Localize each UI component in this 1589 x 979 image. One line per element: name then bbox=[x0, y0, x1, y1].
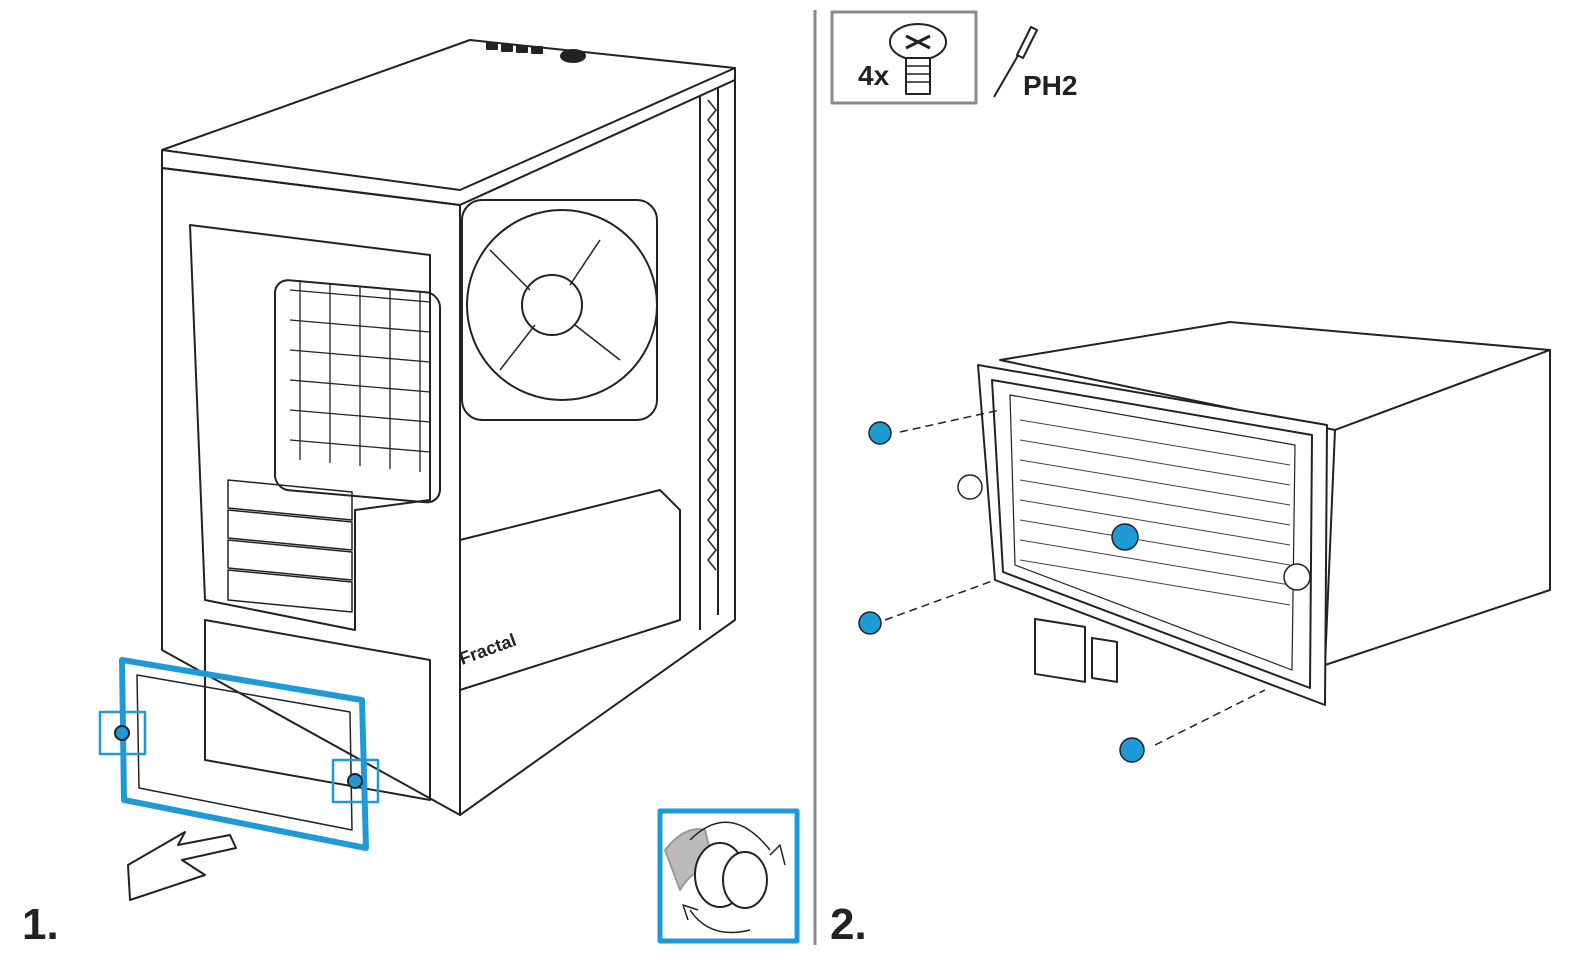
psu-illustration bbox=[977, 321, 1551, 706]
step-1-label: 1. bbox=[22, 900, 59, 949]
screw-quantity: 4x bbox=[858, 60, 890, 91]
step-2-label: 2. bbox=[830, 900, 867, 949]
removal-arrow bbox=[127, 831, 237, 901]
screw-highlight-right bbox=[331, 758, 380, 804]
pc-case-illustration: Fractal bbox=[161, 39, 736, 816]
parts-box bbox=[830, 10, 978, 105]
screw-icon bbox=[889, 23, 947, 95]
tool-label: PH2 bbox=[1023, 70, 1078, 101]
psu-screws bbox=[858, 409, 1311, 763]
screw-highlight-left bbox=[98, 710, 147, 756]
thumbscrew-inset bbox=[657, 808, 800, 944]
screwdriver-icon bbox=[993, 26, 1038, 98]
psu-bracket-highlighted bbox=[98, 657, 380, 851]
